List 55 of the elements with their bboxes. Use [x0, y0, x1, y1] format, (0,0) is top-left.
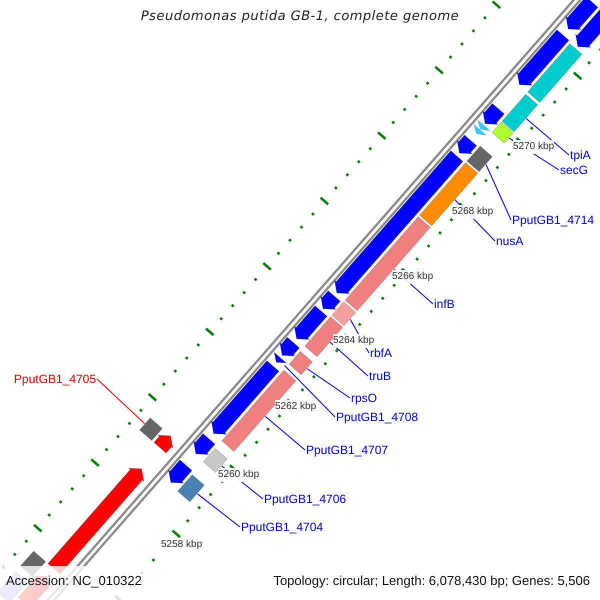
gene-block — [492, 122, 514, 144]
gene-label: rpsO — [351, 391, 378, 405]
gene-block — [274, 352, 288, 364]
gene-block — [331, 301, 356, 326]
accession-note: Accession: NC_010322 — [6, 574, 142, 588]
leader-line — [486, 164, 512, 220]
leader-line — [196, 493, 240, 528]
gene-block — [193, 433, 216, 455]
genome-info-note: Topology: circular; Length: 6,078,430 bp; Genes: 5,506 — [273, 574, 590, 588]
gene-block — [154, 434, 174, 454]
gene-block — [527, 43, 582, 103]
gene-label: nusA — [496, 234, 524, 248]
gene-block — [177, 474, 205, 502]
leader-line — [330, 342, 368, 376]
gene-label: PputGB1_4705 — [14, 372, 96, 386]
gene-label: PputGB1_4708 — [336, 410, 418, 424]
gene-block — [466, 146, 493, 172]
scale-label: 5262 kbp — [275, 400, 316, 414]
gene-block — [419, 162, 478, 226]
gene-block — [344, 216, 431, 312]
gene-block — [288, 350, 313, 376]
gene-label: PputGB1_4706 — [264, 492, 346, 506]
scale-label: 5258 kbp — [161, 538, 202, 552]
leader-line — [526, 118, 570, 156]
gene-block — [294, 305, 328, 340]
leader-line — [264, 416, 306, 450]
gene-block — [456, 134, 478, 154]
gene-block — [516, 29, 570, 86]
scale-label: 5268 kbp — [452, 205, 494, 219]
gene-label: PputGB1_4704 — [241, 520, 324, 534]
gene-block — [168, 459, 192, 484]
gene-block — [565, 0, 598, 30]
gene-label: truB — [369, 369, 392, 383]
scale-label: 5270 kbp — [513, 140, 554, 154]
gene-block — [477, 119, 491, 132]
gene-label: rbfA — [370, 346, 392, 360]
scale-label: 5260 kbp — [218, 468, 260, 482]
gene-block — [320, 290, 341, 310]
gene-block — [221, 370, 296, 452]
gene-block — [482, 103, 505, 125]
gene-label: infB — [434, 297, 455, 311]
scale-label: 5266 kbp — [392, 270, 434, 284]
scale-label: 5264 kbp — [333, 334, 374, 348]
title: Pseudomonas putida GB-1, complete genome — [140, 10, 460, 24]
leader-line — [306, 368, 350, 398]
gene-block — [139, 417, 163, 441]
gene-label: PputGB1_4707 — [306, 443, 388, 457]
gene-label: secG — [560, 163, 588, 177]
leader-line — [96, 378, 146, 424]
gene-block — [473, 124, 487, 136]
gene-label: PputGB1_4714 — [512, 213, 594, 227]
leader-line — [284, 365, 336, 418]
gene-label: tpiA — [570, 148, 591, 162]
gene-block — [502, 94, 538, 132]
gene-block — [279, 336, 300, 356]
